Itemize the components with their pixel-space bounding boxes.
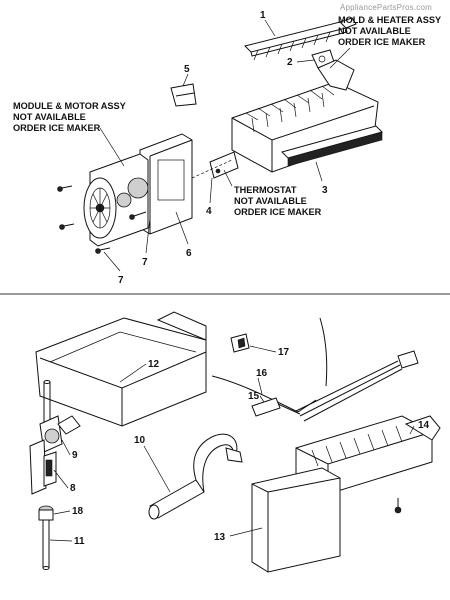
callout-18: 18 [72, 506, 84, 517]
callout-16: 16 [256, 368, 268, 379]
callout-17: 17 [278, 347, 290, 358]
callout-7a: 7 [142, 257, 148, 268]
part-17-clip [230, 333, 250, 353]
callout-15: 15 [248, 391, 260, 402]
svg-text:ORDER ICE MAKER: ORDER ICE MAKER [234, 207, 322, 217]
svg-text:THERMOSTAT: THERMOSTAT [234, 185, 297, 195]
part-16-wire [211, 317, 328, 413]
callout-7b: 7 [118, 275, 124, 286]
svg-text:NOT AVAILABLE: NOT AVAILABLE [13, 112, 86, 122]
svg-text:NOT AVAILABLE: NOT AVAILABLE [338, 26, 411, 36]
bottom-leaders [49, 345, 415, 542]
part-1-ejector-rake [244, 17, 357, 61]
callout-3: 3 [322, 185, 328, 196]
note-module-motor: MODULE & MOTOR ASSY NOT AVAILABLE ORDER … [13, 101, 126, 133]
callout-9: 9 [72, 450, 78, 461]
callout-6: 6 [186, 248, 192, 259]
callout-13: 13 [214, 532, 226, 543]
callout-12: 12 [148, 359, 160, 370]
callout-10: 10 [134, 435, 146, 446]
callout-4: 4 [206, 206, 212, 217]
part-13-cover [251, 467, 341, 573]
watermark: AppliancePartsPros.com [340, 3, 432, 12]
svg-text:MOLD & HEATER ASSY: MOLD & HEATER ASSY [338, 15, 441, 25]
module-motor [83, 153, 149, 247]
part-12-ice-bucket [35, 311, 207, 427]
note-mold-heater: MOLD & HEATER ASSY NOT AVAILABLE ORDER I… [338, 15, 441, 47]
svg-text:MODULE & MOTOR ASSY: MODULE & MOTOR ASSY [13, 101, 126, 111]
callout-8: 8 [70, 483, 76, 494]
part-3-heater-strip [281, 125, 383, 167]
svg-text:ORDER ICE MAKER: ORDER ICE MAKER [13, 123, 101, 133]
svg-text:NOT AVAILABLE: NOT AVAILABLE [234, 196, 307, 206]
callout-11: 11 [74, 536, 85, 547]
top-leaders [99, 19, 351, 272]
callout-2: 2 [287, 57, 293, 68]
part-10-fill-tube [148, 433, 243, 520]
callout-14: 14 [418, 420, 430, 431]
svg-text:ORDER ICE MAKER: ORDER ICE MAKER [338, 37, 426, 47]
screws [57, 185, 147, 254]
wire-harness [251, 350, 419, 422]
part-4-thermostat [209, 151, 239, 179]
part-5-bracket [170, 83, 197, 107]
note-thermostat: THERMOSTAT NOT AVAILABLE ORDER ICE MAKER [234, 185, 322, 217]
callout-5: 5 [184, 64, 190, 75]
water-valve-assembly [29, 380, 81, 570]
callout-1: 1 [260, 10, 266, 21]
